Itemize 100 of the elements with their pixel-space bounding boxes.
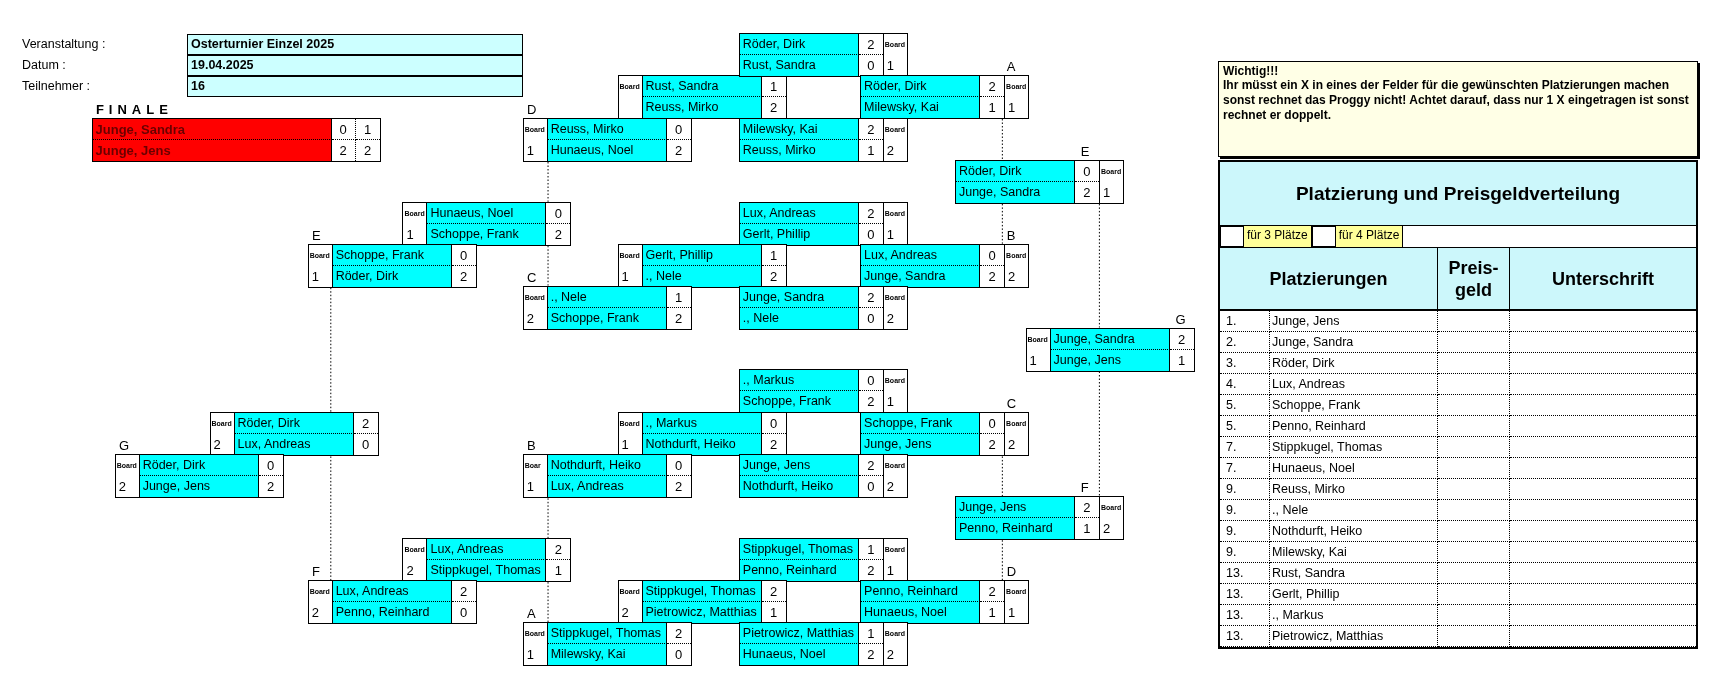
match-box: [617, 580, 787, 624]
round-letter: G: [1175, 312, 1186, 327]
column-header: Preis- geld: [1438, 248, 1510, 311]
rank-number: 3.: [1220, 353, 1270, 374]
player-name: Stippkugel, Thomas: [739, 539, 859, 561]
round-letter: G: [119, 439, 130, 454]
score: 0: [866, 57, 876, 76]
player-name: Rust, Sandra: [1270, 563, 1438, 584]
player-name: Pietrowicz, Matthias: [642, 602, 762, 623]
board-number: 1: [525, 646, 535, 664]
match-box: [91, 118, 381, 162]
player-name: Rust, Sandra: [739, 55, 859, 77]
score: 2: [546, 539, 571, 561]
score: 0: [1074, 160, 1099, 182]
board-number: 2: [1101, 521, 1112, 539]
player-name: Stippkugel, Thomas: [642, 581, 762, 602]
score: 2: [666, 622, 691, 644]
board-number: 2: [525, 310, 535, 328]
player-name: ., Nele: [739, 307, 859, 329]
board-number: 1: [1007, 605, 1017, 622]
rank-number: 13.: [1220, 605, 1270, 626]
player-name: Stippkugel, Thomas: [427, 560, 547, 582]
round-letter: D: [527, 103, 537, 117]
player-name: Penno, Reinhard: [955, 518, 1075, 540]
score: 2: [674, 309, 684, 328]
match-box: [860, 412, 1030, 457]
score: 0: [360, 436, 371, 455]
round-letter: B: [527, 439, 536, 454]
column-header: Unterschrift: [1510, 248, 1696, 311]
score: 2: [987, 436, 997, 455]
match-box: [1025, 327, 1195, 372]
score: 2: [866, 393, 876, 412]
match-box: [114, 454, 284, 499]
player-name: Lux, Andreas: [332, 581, 452, 602]
score: 0: [331, 119, 356, 140]
note-heading: Wichtig!!!: [1223, 64, 1280, 78]
dotted-connector: [1001, 455, 1003, 497]
player-name: Junge, Jens: [1270, 311, 1438, 332]
board-number: 1: [885, 226, 896, 244]
player-name: Stippkugel, Thomas: [1270, 437, 1438, 458]
match-box: [522, 118, 692, 162]
board-number: 2: [212, 437, 222, 455]
match-box: [522, 285, 692, 330]
player-name: ., Markus: [739, 370, 859, 392]
player-name: ., Markus: [1270, 605, 1438, 626]
rank-number: 5.: [1220, 395, 1270, 416]
match-box: [738, 118, 908, 162]
score: 0: [858, 370, 883, 392]
board-number: 2: [310, 605, 320, 622]
board-number: 2: [885, 310, 896, 328]
score: 2: [866, 645, 876, 664]
score: 0: [866, 225, 876, 244]
player-name: Nothdurft, Heiko: [739, 476, 859, 498]
match-box: [860, 74, 1030, 119]
round-letter: C: [527, 270, 537, 285]
player-name: Lux, Andreas: [547, 476, 667, 498]
player-name: Penno, Reinhard: [1270, 416, 1438, 437]
player-name: Junge, Sandra: [861, 265, 981, 287]
player-name: Nothdurft, Heiko: [642, 434, 762, 456]
board-number: 2: [117, 479, 127, 497]
round-letter: A: [527, 606, 536, 621]
player-name: Schoppe, Frank: [1270, 395, 1438, 416]
note-text: Ihr müsst ein X in eines der Felder für die gewünschten Platzierungen machen sonst rechnet das Proggy nicht! Achtet darauf, dass nur 1 X eingetragen ist sonst rechnet er doppelt.: [1223, 78, 1690, 123]
score: 0: [258, 455, 283, 477]
player-name: Nothdurft, Heiko: [1270, 521, 1438, 542]
match-box: [209, 412, 379, 457]
player-name: Hunaeus, Noel: [861, 602, 981, 623]
board-number: 1: [525, 143, 535, 160]
round-letter: E: [312, 228, 321, 243]
player-name: Junge, Jens: [861, 434, 981, 456]
player-name: Röder, Dirk: [861, 75, 981, 97]
rank-number: 5.: [1220, 416, 1270, 437]
rank-number: 13.: [1220, 563, 1270, 584]
board-number: 1: [620, 437, 630, 455]
match-box: [860, 580, 1030, 624]
score: 2: [768, 436, 779, 455]
score: 1: [768, 604, 779, 622]
player-name: Reuss, Mirko: [547, 119, 667, 140]
score: 2: [1082, 183, 1092, 202]
round-letter: F: [312, 565, 320, 579]
score: 2: [459, 267, 469, 286]
score: 1: [666, 286, 691, 308]
score: 2: [858, 286, 883, 308]
rank-number: 9.: [1220, 542, 1270, 563]
player-name: Stippkugel, Thomas: [547, 622, 667, 644]
score: 1: [1176, 351, 1187, 370]
player-name: Röder, Dirk: [234, 413, 354, 435]
match-box: [954, 496, 1124, 541]
player-name: Lux, Andreas: [739, 202, 859, 224]
score: 0: [866, 309, 876, 328]
player-name: ., Nele: [547, 286, 667, 308]
match-box: [617, 74, 787, 119]
round-letter: E: [1080, 144, 1090, 159]
score: 0: [674, 645, 684, 664]
field-value: 19.04.2025: [187, 55, 523, 76]
score: 2: [331, 140, 356, 161]
round-letter: D: [1006, 565, 1017, 579]
round-letter: B: [1006, 228, 1016, 243]
player-name: Junge, Jens: [92, 140, 332, 161]
board-number: 1: [310, 268, 320, 286]
